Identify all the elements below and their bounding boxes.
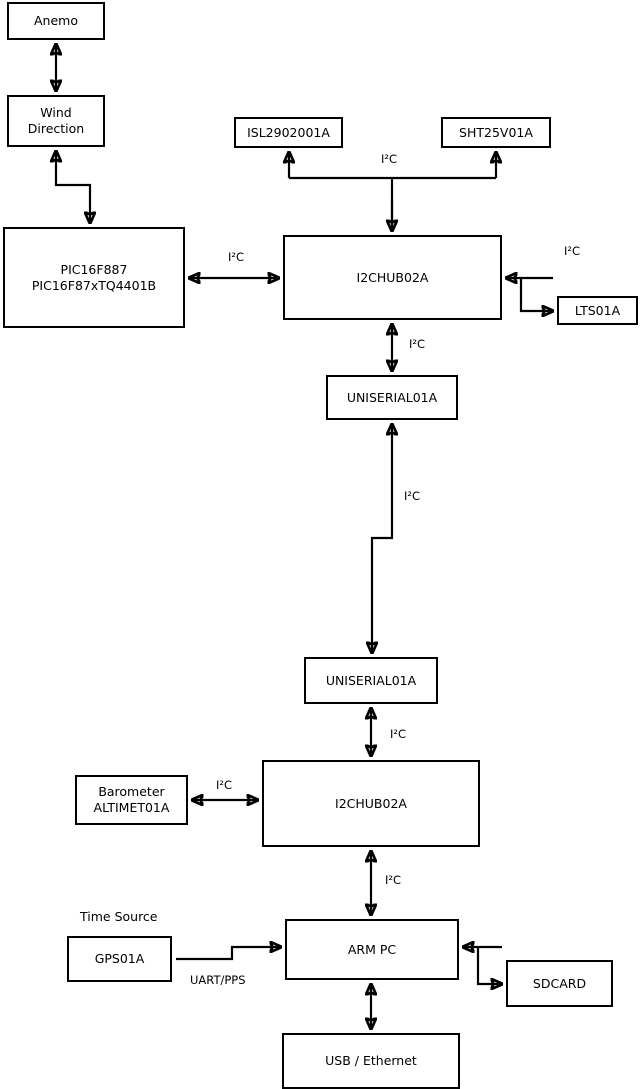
node-isl2902001a[interactable]: ISL2902001A	[234, 117, 343, 148]
node-gps01a[interactable]: GPS01A	[67, 936, 172, 982]
node-lts01a[interactable]: LTS01A	[557, 296, 638, 325]
node-i2chub02a-bottom[interactable]: I2CHUB02A	[262, 760, 480, 847]
edge-arm-sdcard-out	[476, 947, 502, 984]
node-uniserial01a-lower[interactable]: UNISERIAL01A	[304, 657, 438, 704]
node-sdcard[interactable]: SDCARD	[506, 960, 613, 1007]
edge-label-i2c-uniserial-link: I²C	[404, 489, 421, 503]
node-i2chub02a-top[interactable]: I2CHUB02A	[283, 235, 502, 320]
edge-wind-pic	[56, 151, 90, 223]
edge-label-i2c-barometer: I²C	[216, 778, 233, 792]
label-time-source: Time Source	[80, 909, 158, 924]
node-sht25v01a[interactable]: SHT25V01A	[441, 117, 551, 148]
edge-label-i2c-pic-hub: I²C	[228, 250, 245, 264]
edge-label-uart-pps: UART/PPS	[190, 973, 246, 987]
node-arm-pc[interactable]: ARM PC	[285, 919, 459, 980]
node-wind-direction[interactable]: Wind Direction	[7, 95, 105, 147]
node-usb-ethernet[interactable]: USB / Ethernet	[282, 1033, 460, 1089]
edge-label-i2c-top-sensors: I²C	[381, 152, 398, 166]
node-pic-microcontroller[interactable]: PIC16F887 PIC16F87xTQ4401B	[3, 227, 185, 328]
edge-label-i2c-hub-lts: I²C	[564, 244, 581, 258]
edge-hubtop-lts-out	[519, 278, 553, 311]
node-barometer-altimet01a[interactable]: Barometer ALTIMET01A	[75, 775, 188, 825]
edge-uniser-link	[372, 424, 392, 653]
edge-label-i2c-hub-uniserial: I²C	[409, 337, 426, 351]
node-anemo[interactable]: Anemo	[7, 2, 105, 40]
edge-label-i2c-hub2-arm: I²C	[385, 873, 402, 887]
node-uniserial01a-upper[interactable]: UNISERIAL01A	[326, 375, 458, 420]
edge-label-i2c-uniserial-hub2: I²C	[390, 727, 407, 741]
edge-gps-arm	[176, 947, 281, 961]
